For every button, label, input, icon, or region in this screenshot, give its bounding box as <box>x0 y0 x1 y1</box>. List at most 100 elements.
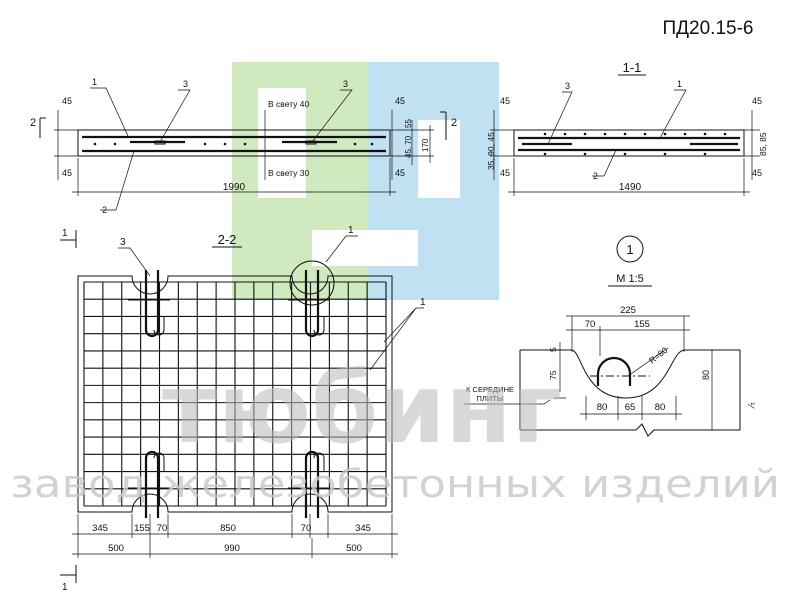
plan-callout-1b: 1 <box>420 297 426 308</box>
plan-dim-850: 850 <box>220 523 236 534</box>
section-mark-2-right: 2 <box>451 117 457 129</box>
detail-left-dim-lines <box>554 342 566 399</box>
detail-radius-line <box>627 347 669 377</box>
detail-top-dim-lines <box>566 315 690 356</box>
plan-dim-500-right: 500 <box>346 543 362 554</box>
loop-hooks <box>153 316 325 472</box>
s1-dim-45-tr: 45 <box>752 96 762 106</box>
side-right-dim-lines <box>386 110 434 180</box>
s1-leader-1 <box>659 89 687 139</box>
detail-number: 1 <box>626 242 633 257</box>
s1-callout-2: 2 <box>593 171 598 181</box>
side-view: 2 2 45 45 45 45 55 45, 70 170 В свету 40… <box>30 77 457 215</box>
detail-number-circle <box>616 235 644 263</box>
detail-dim-225: 225 <box>620 305 636 316</box>
leader-2 <box>100 150 135 211</box>
s1-callout-3: 3 <box>565 81 570 91</box>
plan-2-2: 2-2 1 1 1 3 1 345 155 70 85 <box>60 225 426 593</box>
side-bar-dots <box>93 142 374 146</box>
side-dim-45-bl: 45 <box>62 168 72 178</box>
plan-section-arrow-top <box>60 230 77 248</box>
side-dim-45-tl: 45 <box>62 96 72 106</box>
note-clear-40: В свету 40 <box>268 99 309 109</box>
plan-leader-1b <box>369 307 424 371</box>
plan-dim-row-2-lines <box>72 538 398 558</box>
watermark-logo <box>232 62 499 300</box>
watermark-tagline: завод железобетонных изделий <box>10 462 780 506</box>
s1-left-dim-lines <box>490 110 514 180</box>
detail-dim-80-left: 80 <box>597 402 608 413</box>
plan-dim-345-left: 345 <box>92 523 108 534</box>
section-1-1: 1-1 45 45 35, 90, 45 45 45 85, 85 1490 <box>486 60 768 196</box>
plan-callout-3: 3 <box>120 237 126 248</box>
callout-1: 1 <box>92 77 97 87</box>
plan-lifting-loops <box>128 270 330 518</box>
detail-edge-profile <box>520 349 740 399</box>
leader-1 <box>90 87 129 137</box>
side-left-dim-lines <box>54 110 78 180</box>
detail-dim-65: 65 <box>625 402 636 413</box>
plan-leader-3 <box>118 247 151 277</box>
plan-dim-990: 990 <box>224 543 240 554</box>
note-to-middle-line1: К СЕРЕДИНЕ <box>466 385 514 394</box>
s1-right-dim-lines <box>744 110 760 180</box>
detail-dim-r80: R=80 <box>647 345 670 366</box>
detail-dim-80-right: 80 <box>655 402 666 413</box>
note-to-middle-line2: ПЛИТЫ <box>477 394 504 403</box>
plan-section-mark-1-top: 1 <box>62 228 68 239</box>
s1-dim-45-br: 45 <box>752 168 762 178</box>
callout-3b: 3 <box>343 79 348 89</box>
leader-3b <box>311 89 353 143</box>
s1-dim-85-85: 85, 85 <box>758 132 768 156</box>
side-dim-45-br: 45 <box>395 168 405 178</box>
detail-dim-80-height: 80 <box>701 370 711 380</box>
side-dim-45-70: 45, 70 <box>404 135 413 158</box>
detail-dim-155: 155 <box>634 319 650 330</box>
detail-break-line <box>520 423 740 437</box>
leader-3 <box>159 89 191 143</box>
loop-anchor-bars <box>128 299 330 489</box>
detail-1: 1 М 1:5 225 70 155 5 75 R=80 80 ⅟ 80 65 … <box>464 235 756 437</box>
detail-dim-side-note: ⅟ <box>746 402 756 409</box>
plan-callout-1: 1 <box>348 225 354 236</box>
section-arrow-left <box>39 117 46 138</box>
s1-length-dim-line <box>508 158 750 196</box>
detail-dim-70: 70 <box>585 319 596 330</box>
section-arrow-right <box>440 111 447 140</box>
detail-side-lines <box>519 350 741 430</box>
callout-3: 3 <box>183 79 188 89</box>
section-mark-2-left: 2 <box>30 117 36 129</box>
plan-dim-500-left: 500 <box>108 543 124 554</box>
detail-right-dim-lines <box>706 349 718 431</box>
side-length-dim-line <box>72 158 396 196</box>
s1-dim-45-tl: 45 <box>500 96 510 106</box>
note-leader <box>464 399 551 405</box>
s1-dim-45-bl: 45 <box>500 168 510 178</box>
plan-dim-155: 155 <box>134 523 150 534</box>
plan-dim-70-left: 70 <box>157 523 168 534</box>
note-clear-30: В свету 30 <box>268 168 309 178</box>
watermark-cutout <box>418 120 460 198</box>
plan-dim-345-right: 345 <box>355 523 371 534</box>
section-1-1-title: 1-1 <box>623 60 642 75</box>
s1-dim-length: 1490 <box>619 182 642 193</box>
detail-scale: М 1:5 <box>616 273 644 285</box>
detail-loop <box>596 356 632 386</box>
plan-title: 2-2 <box>218 232 237 247</box>
s1-dim-left-stack: 35, 90, 45 <box>486 132 496 170</box>
plan-mesh <box>83 281 387 507</box>
side-dim-170: 170 <box>421 138 430 152</box>
s1-bar-dots <box>543 132 727 156</box>
detail-ref-circle <box>289 260 335 306</box>
drawing-code: ПД20.15-6 <box>663 18 754 39</box>
plan-dim-70-right: 70 <box>301 523 312 534</box>
detail-dim-5: 5 <box>548 347 558 352</box>
plan-section-mark-1-bottom: 1 <box>62 582 68 593</box>
s1-leader-2 <box>592 149 617 177</box>
side-slab-outline <box>77 129 391 157</box>
side-dim-length: 1990 <box>223 182 246 193</box>
lifting-loop-tl <box>144 270 160 338</box>
plan-section-arrow-bottom <box>60 565 77 583</box>
watermark-cutout <box>312 230 418 266</box>
detail-dim-75: 75 <box>548 370 558 380</box>
